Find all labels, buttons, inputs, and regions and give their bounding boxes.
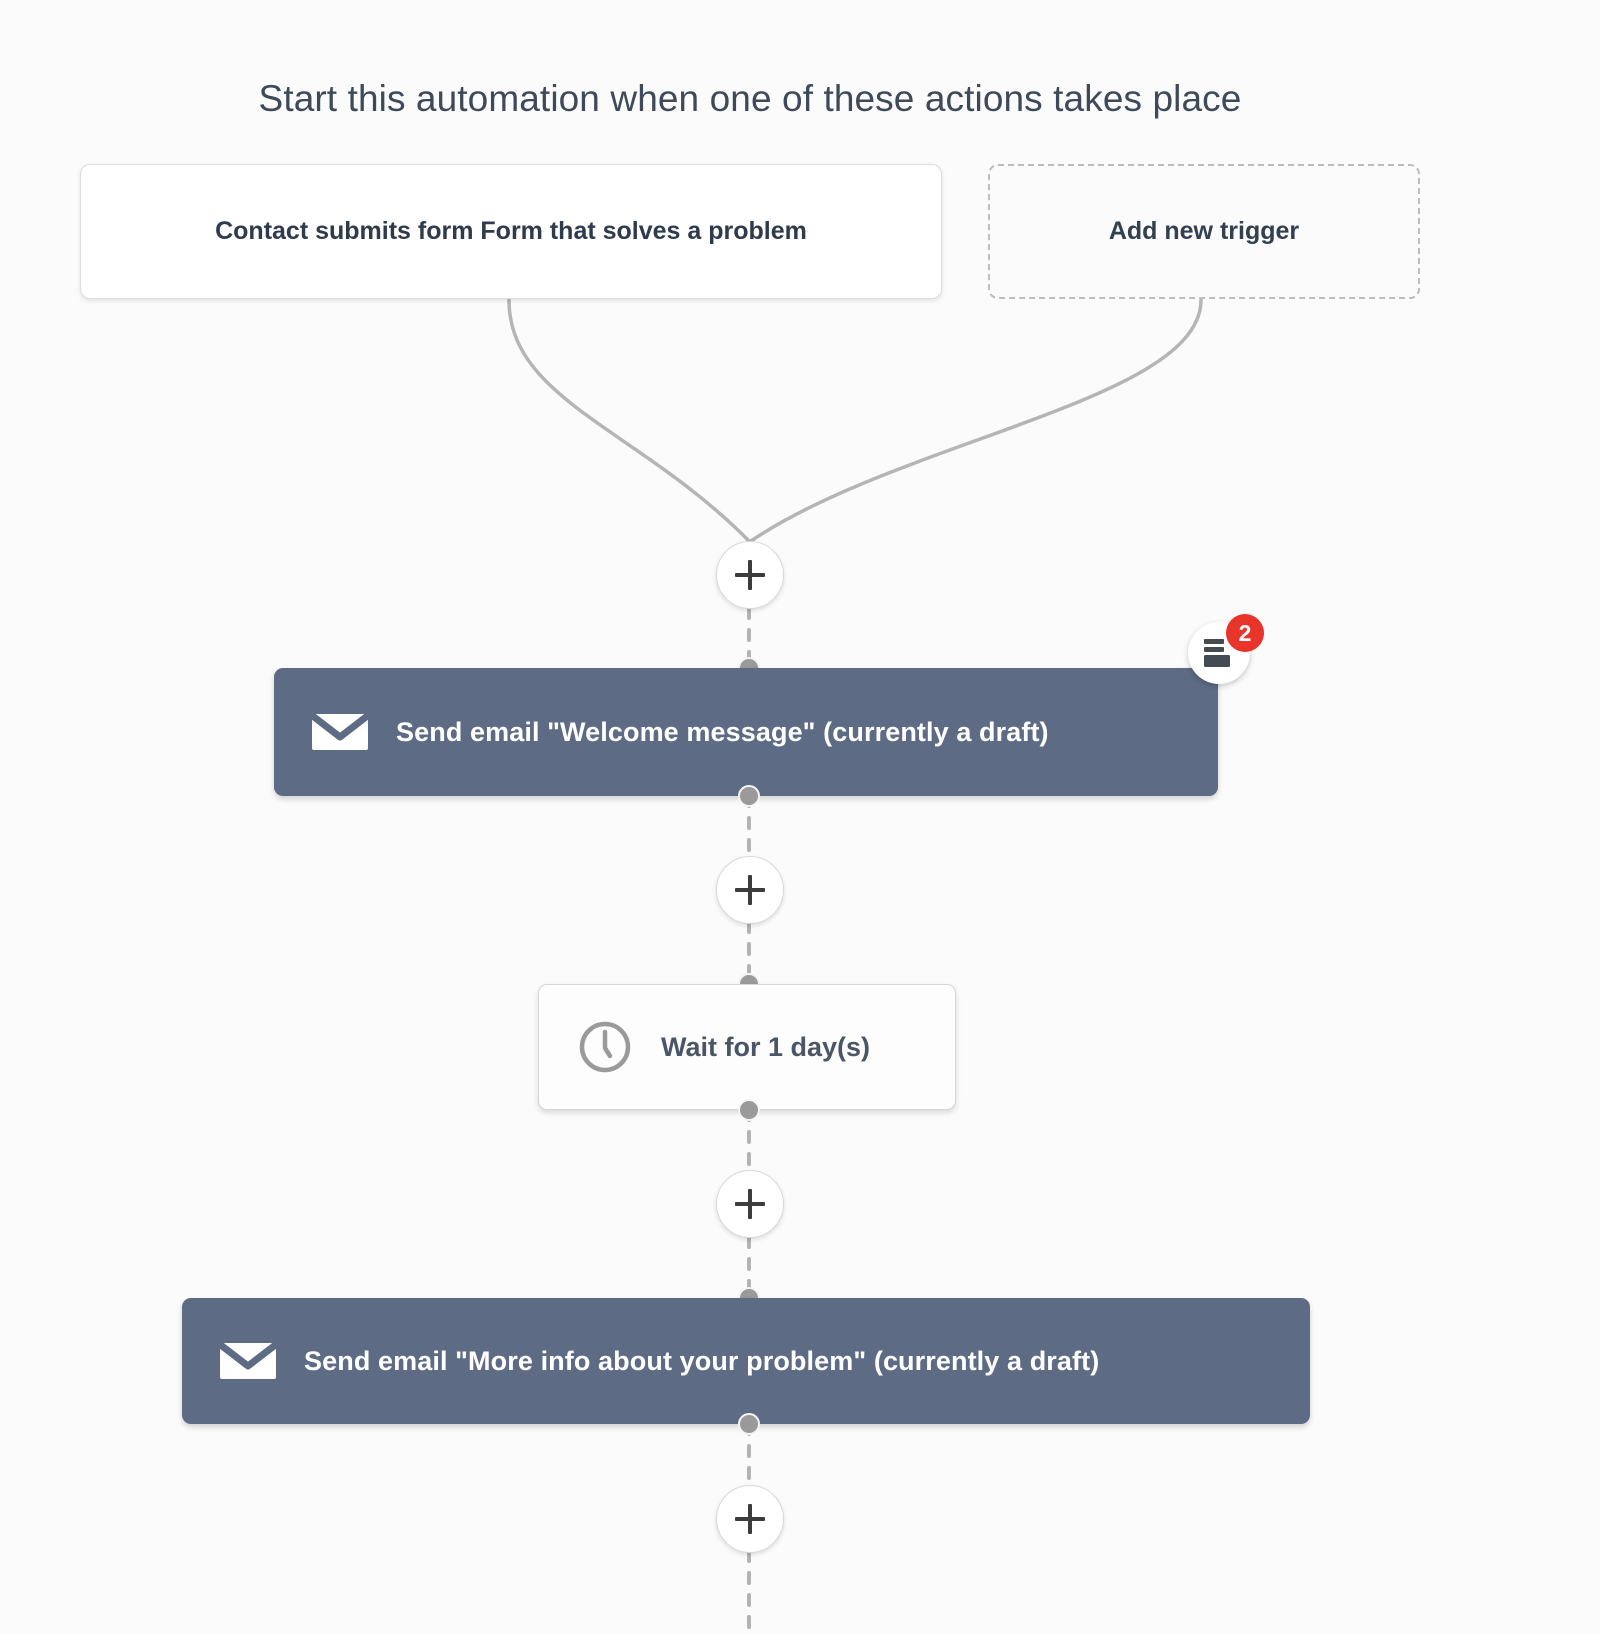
- step-node-label: Wait for 1 day(s): [661, 1031, 871, 1062]
- plus-icon-vertical: [748, 1504, 752, 1534]
- add-new-trigger-button[interactable]: Add new trigger: [988, 164, 1420, 299]
- add-new-trigger-label: Add new trigger: [1108, 217, 1300, 245]
- step-node-wait[interactable]: Wait for 1 day(s): [538, 984, 956, 1110]
- draft-copies-badge-button[interactable]: 2: [1188, 614, 1264, 684]
- step-node-label: Send email "Welcome message" (currently …: [396, 716, 1049, 747]
- connector-dot-email-1-bottom: [738, 785, 760, 807]
- draft-copies-count: 2: [1226, 614, 1264, 652]
- plus-icon-vertical: [748, 1189, 752, 1219]
- add-step-button-1[interactable]: [716, 541, 784, 609]
- plus-icon-vertical: [748, 875, 752, 905]
- envelope-icon: [310, 713, 370, 750]
- copies-icon: [1204, 639, 1230, 667]
- add-step-button-2[interactable]: [716, 856, 784, 924]
- connector-dot-email-2-bottom: [738, 1413, 760, 1435]
- step-node-label: Send email "More info about your problem…: [304, 1345, 1100, 1376]
- clock-icon: [579, 1021, 631, 1073]
- envelope-icon: [218, 1342, 278, 1379]
- connector-dot-wait-bottom: [738, 1099, 760, 1121]
- add-step-button-3[interactable]: [716, 1170, 784, 1238]
- wire-trigger-1: [507, 298, 751, 543]
- page-title: Start this automation when one of these …: [258, 78, 1242, 119]
- plus-icon-vertical: [748, 560, 752, 590]
- step-node-send-email-welcome-message[interactable]: Send email "Welcome message" (currently …: [274, 668, 1218, 796]
- step-node-send-email-more-info[interactable]: Send email "More info about your problem…: [182, 1298, 1310, 1424]
- add-step-button-4[interactable]: [716, 1485, 784, 1553]
- trigger-label: Contact submits form Form that solves a …: [215, 217, 807, 245]
- wire-trigger-2: [749, 298, 1203, 543]
- trigger-card-contact-submits-form[interactable]: Contact submits form Form that solves a …: [80, 164, 942, 299]
